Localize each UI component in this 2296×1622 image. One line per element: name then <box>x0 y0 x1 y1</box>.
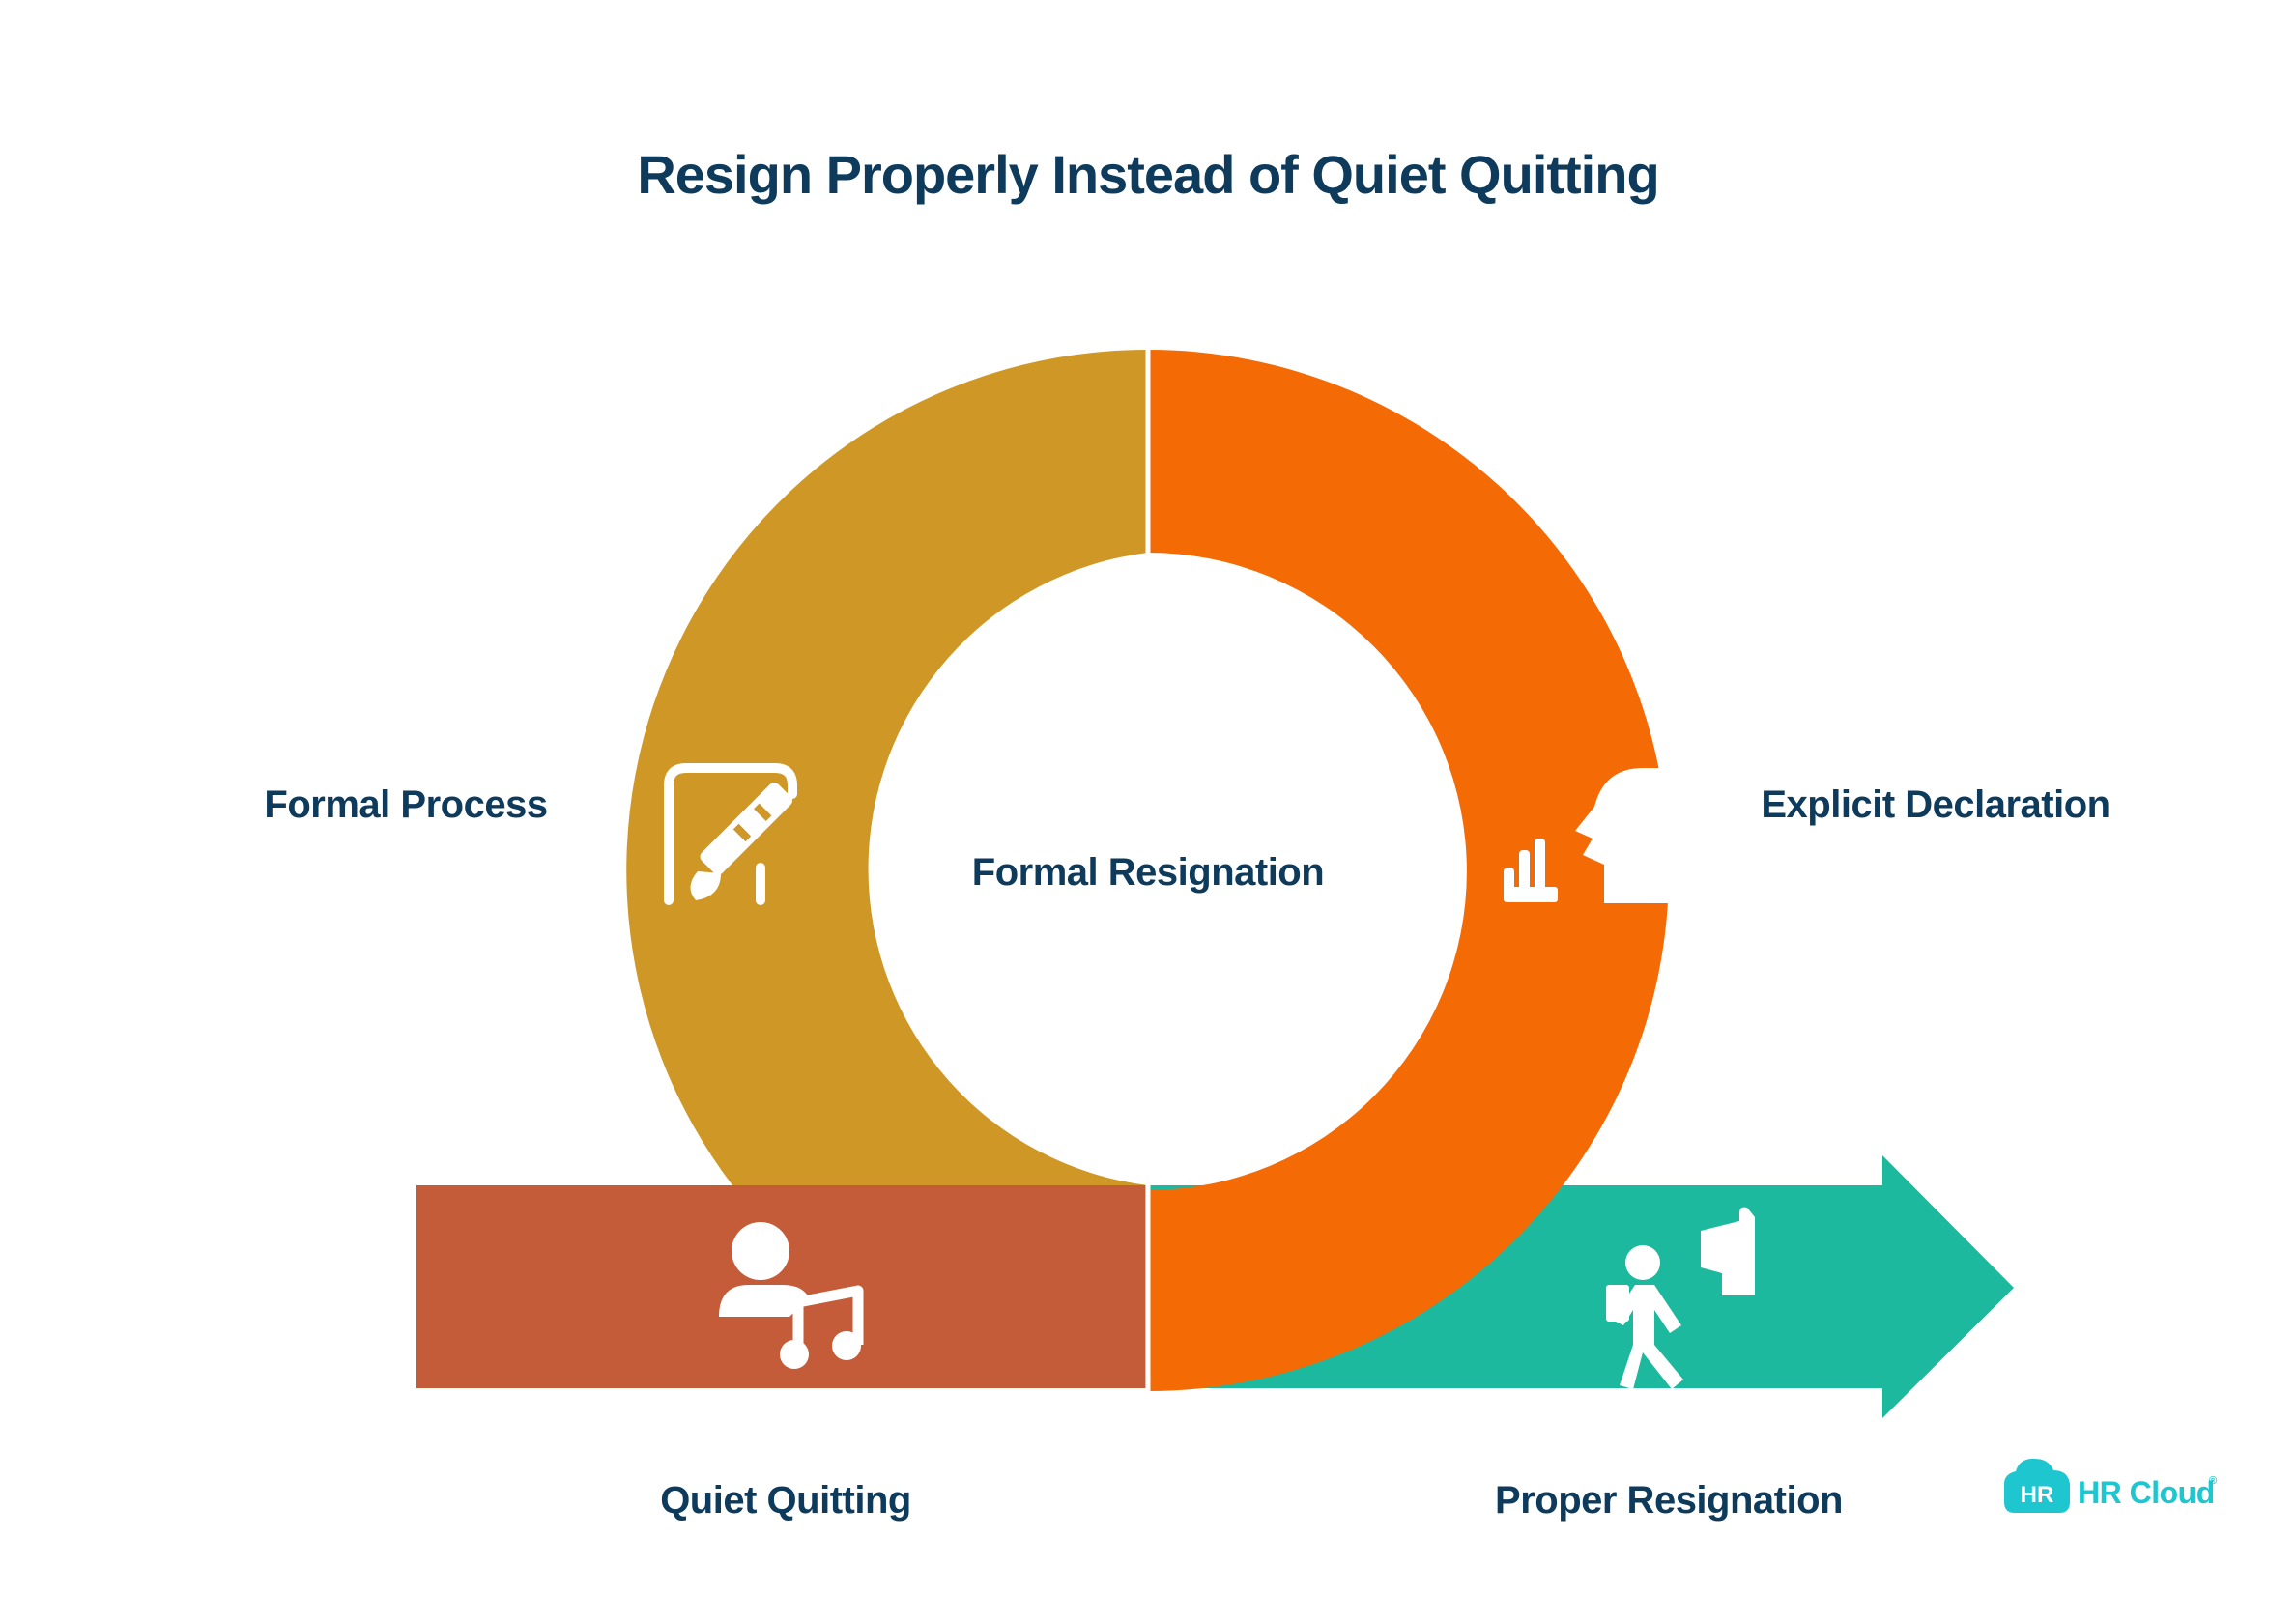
explicit-declaration-segment <box>1148 350 1669 1391</box>
quiet-quitting-label: Quiet Quitting <box>660 1479 911 1522</box>
hr-cloud-logo: HR HR Cloud ® <box>2004 1458 2217 1513</box>
logo-text: HR Cloud <box>2078 1475 2215 1510</box>
proper-resignation-label: Proper Resignation <box>1495 1479 1843 1522</box>
person-walking-away-icon <box>1606 1207 1755 1389</box>
speaking-declaration-icon <box>1504 768 1672 903</box>
explicit-declaration-label: Explicit Declaration <box>1761 783 2109 826</box>
center-label: Formal Resignation <box>972 851 1324 894</box>
person-music-icon <box>719 1222 864 1369</box>
signing-pen-icon <box>664 763 797 905</box>
formal-process-segment <box>626 349 1148 1185</box>
logo-badge-text: HR <box>2021 1482 2054 1508</box>
logo-registered-mark: ® <box>2209 1475 2217 1487</box>
diagram-title: Resign Properly Instead of Quiet Quittin… <box>637 144 1658 205</box>
formal-process-label: Formal Process <box>264 783 547 826</box>
